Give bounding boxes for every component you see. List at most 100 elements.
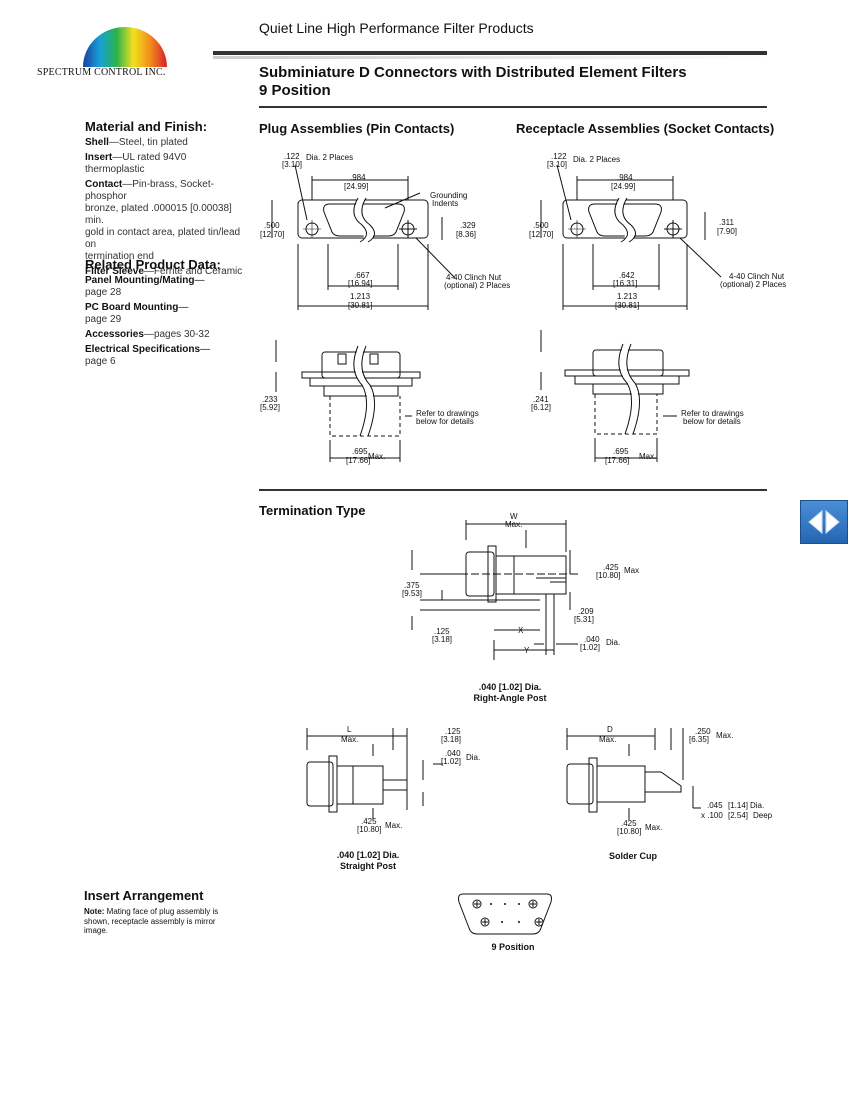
plug-clinch1: 4-40 Clinch Nut xyxy=(446,273,502,282)
pcb-label[interactable]: PC Board Mounting xyxy=(85,302,179,313)
material-heading: Material and Finish: xyxy=(85,119,208,134)
rec-d1n: Dia. 2 Places xyxy=(573,155,620,164)
insert-note-text: Mating face of plug assembly is xyxy=(104,907,219,916)
plug-d7m: [5.92] xyxy=(260,403,280,412)
elec-dash: — xyxy=(200,344,211,355)
plug-d2m: [24.99] xyxy=(344,182,368,191)
ra-caption1: .040 [1.02] Dia. xyxy=(479,682,542,692)
sc-c3m: [2.54] xyxy=(728,811,748,820)
contact-line2: bronze, plated .000015 [0.00038] min. xyxy=(85,203,232,226)
ra-wmax: Max. xyxy=(505,520,522,529)
receptacle-drawing: .122 [3.10] Dia. 2 Places .984 [24.99] .… xyxy=(529,152,786,465)
ra-r5n: Dia. xyxy=(606,638,620,647)
rec-refer1: Refer to drawings xyxy=(681,409,744,418)
insert-text: —UL rated 94V0 thermoplastic xyxy=(85,152,187,175)
header-rule xyxy=(213,51,767,55)
pcb-page[interactable]: page 29 xyxy=(85,314,122,325)
pcb-dash: — xyxy=(178,302,189,313)
contact-line1: —Pin-brass, Socket-phosphor xyxy=(85,179,214,202)
receptacle-heading: Receptacle Assemblies (Socket Contacts) xyxy=(516,121,775,136)
ra-r1: .425 xyxy=(603,563,619,572)
sp-s3n: Max. xyxy=(385,821,402,830)
sc-c3: x .100 xyxy=(701,811,723,820)
rec-d5: .642 xyxy=(619,271,635,280)
rec-refer2: below for details xyxy=(683,417,741,426)
rec-d3m: [12.70] xyxy=(529,230,553,239)
plug-d5m: [16.94] xyxy=(348,279,372,288)
sc-dmax: Max. xyxy=(599,735,616,744)
termination-heading: Termination Type xyxy=(259,503,366,518)
plug-d1n: Dia. 2 Places xyxy=(306,153,353,162)
ra-x: X xyxy=(518,626,524,635)
ra-w: W xyxy=(510,512,518,521)
accessories-text[interactable]: —pages 30-32 xyxy=(143,329,210,340)
elec-page[interactable]: page 6 xyxy=(85,356,116,367)
sp-s2m: [1.02] xyxy=(441,757,461,766)
insert-arrangement-drawing: 9 Position xyxy=(458,893,552,952)
straight-post-drawing: L Max. .125 [3.18] .040 [1.02] Dia. .425… xyxy=(306,725,480,871)
title-rule xyxy=(259,106,767,108)
ra-r5: .040 xyxy=(584,635,600,644)
plug-max: Max. xyxy=(368,452,385,461)
accessories-label[interactable]: Accessories xyxy=(85,329,144,340)
rec-d3: .500 xyxy=(533,221,549,230)
page-nav-arrows[interactable] xyxy=(800,500,848,544)
sp-caption1: .040 [1.02] Dia. xyxy=(337,850,400,860)
rec-d6: 1.213 xyxy=(617,292,638,301)
plug-d7: .233 xyxy=(262,395,278,404)
rec-d7: .241 xyxy=(533,395,549,404)
sc-c2m: [1.14] xyxy=(728,801,748,810)
ra-r1n: Max. xyxy=(624,566,640,575)
sc-c4: .425 xyxy=(621,819,637,828)
plug-drawing: .122 [3.10] Dia. 2 Places .984 [24.99] G… xyxy=(260,152,510,465)
company-logo xyxy=(83,27,167,67)
sc-c4n: Max. xyxy=(645,823,662,832)
sc-c3n: Deep xyxy=(753,811,773,820)
plug-d3m: [12.70] xyxy=(260,230,284,239)
mid-rule xyxy=(259,489,767,491)
rec-d7m: [6.12] xyxy=(531,403,551,412)
insert-note: Note: Mating face of plug assembly is sh… xyxy=(84,907,234,936)
plug-d1m: [3.10] xyxy=(282,160,302,169)
plug-refer1: Refer to drawings xyxy=(416,409,479,418)
filter-text: —Ferrite and Ceramic xyxy=(143,266,243,277)
contact-line4: termination end xyxy=(85,251,154,262)
sc-c2n: Dia. xyxy=(750,801,764,810)
elec-label[interactable]: Electrical Specifications xyxy=(85,344,201,355)
rec-d6m: [30.81] xyxy=(615,301,639,310)
filter-label: Filter Sleeve xyxy=(85,266,144,277)
sc-caption: Solder Cup xyxy=(609,851,658,861)
shell-label: Shell xyxy=(85,137,109,148)
sp-l: L xyxy=(347,725,352,734)
rec-d2: .984 xyxy=(617,173,633,182)
insert-caption: 9 Position xyxy=(491,942,534,952)
rec-d8: .695 xyxy=(613,447,629,456)
rec-clinch1: 4-40 Clinch Nut xyxy=(729,272,785,281)
ra-r5m: [1.02] xyxy=(580,643,600,652)
sp-s2: .040 xyxy=(445,749,461,758)
sp-s3m: [10.80] xyxy=(357,825,381,834)
plug-d4: .329 xyxy=(460,221,476,230)
sp-s1m: [3.18] xyxy=(441,735,461,744)
rec-d4m: [7.90] xyxy=(717,227,737,236)
panel-label[interactable]: Panel Mounting/Mating xyxy=(85,275,195,286)
panel-page[interactable]: page 28 xyxy=(85,287,122,298)
plug-d6: 1.213 xyxy=(350,292,371,301)
rec-d5m: [16.31] xyxy=(613,279,637,288)
rec-d1: .122 xyxy=(551,152,567,161)
ra-r2: .375 xyxy=(404,581,420,590)
related-heading: Related Product Data: xyxy=(85,257,221,272)
rec-d4: .311 xyxy=(719,218,735,227)
sp-s2n: Dia. xyxy=(466,753,480,762)
related-section: Related Product Data: Panel Mounting/Mat… xyxy=(85,257,245,371)
insert-label: Insert xyxy=(85,152,113,163)
ra-caption2: Right-Angle Post xyxy=(474,693,547,703)
sp-s1: .125 xyxy=(445,727,461,736)
shell-text: —Steel, tin plated xyxy=(108,137,188,148)
sp-s3: .425 xyxy=(361,817,377,826)
rec-max: Max. xyxy=(639,452,656,461)
sc-d: D xyxy=(607,725,613,734)
plug-d5: .667 xyxy=(354,271,370,280)
plug-clinch2: (optional) 2 Places xyxy=(444,281,510,290)
ra-r3: .209 xyxy=(578,607,594,616)
